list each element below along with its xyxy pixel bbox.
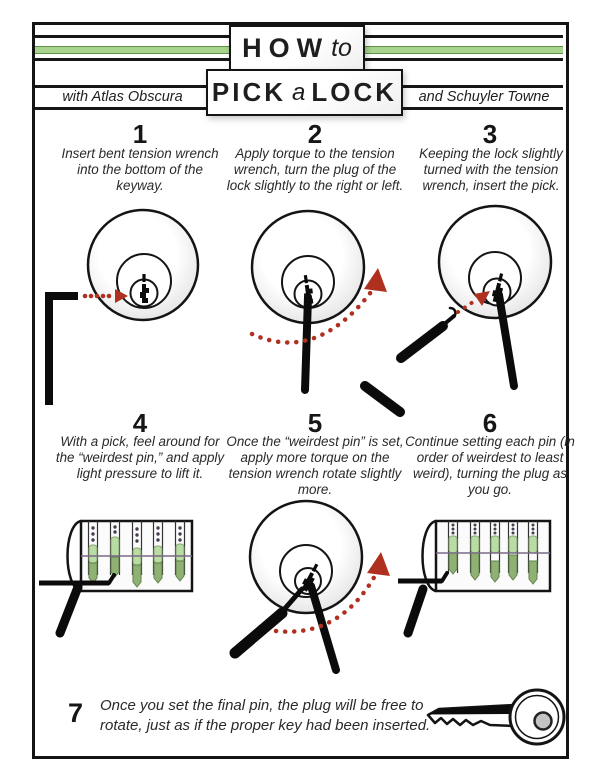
poster-frame <box>32 22 569 759</box>
step-6-text: Continue setting each pin (in order of w… <box>405 434 575 498</box>
step-5-illustration <box>229 499 390 674</box>
step-1-number: 1 <box>132 119 148 149</box>
title-box-how-to: HOW to <box>229 25 365 71</box>
tension-wrench-icon <box>495 291 518 390</box>
key-blade-stripe <box>429 705 514 715</box>
step-1-illustration <box>45 208 200 405</box>
insert-arrow-icon <box>82 289 128 303</box>
step-6-illustration <box>398 519 552 638</box>
keyway-icon <box>140 274 149 303</box>
pin-stack-icon <box>448 535 538 554</box>
key-hole <box>533 711 553 731</box>
spring-dots <box>451 523 535 535</box>
key-illustration <box>426 688 566 746</box>
step-3-illustration <box>396 204 553 390</box>
step-2-number: 2 <box>307 119 323 149</box>
lock-cylinder-icon <box>421 519 552 593</box>
pick-icon <box>396 306 457 363</box>
step-7-text: Once you set the final pin, the plug wil… <box>100 697 431 734</box>
tension-wrench-icon <box>55 582 83 638</box>
step-6-number: 6 <box>482 408 498 438</box>
step-5-text: Once the “weirdest pin” is set, apply mo… <box>226 434 404 498</box>
lock-face-icon <box>86 208 200 322</box>
pick-icon <box>398 571 449 584</box>
title-lock: LOCK <box>311 77 398 107</box>
key-bow-ring <box>514 694 560 740</box>
title-box-pick-a-lock: PICK a LOCK <box>206 69 403 116</box>
title-how: HOW <box>242 32 330 63</box>
step-7-number: 7 <box>68 698 84 728</box>
keyway-icon <box>301 563 319 592</box>
spring-dots <box>91 525 182 543</box>
rotation-arrow-icon <box>273 552 390 634</box>
step-4-illustration <box>39 519 194 638</box>
title-a: a <box>292 78 306 106</box>
pick-icon <box>360 381 405 417</box>
title-pick: PICK <box>211 77 287 107</box>
step-4-number: 4 <box>132 408 148 438</box>
lock-face-icon <box>437 204 553 320</box>
tension-wrench-icon <box>403 584 428 638</box>
pick-icon <box>39 573 116 586</box>
title-to: to <box>331 33 352 62</box>
key-icon <box>426 688 566 746</box>
tension-wrench-icon <box>307 582 340 674</box>
lock-face-icon <box>250 209 366 325</box>
step-2-text: Apply torque to the tension wrench, turn… <box>226 146 404 194</box>
rotation-arrow-icon <box>249 268 387 345</box>
credit-right-label: and Schuyler Towne <box>418 89 550 105</box>
step-4-text: With a pick, feel around for the “weirde… <box>55 434 225 482</box>
credit-left-label: with Atlas Obscura <box>62 89 183 105</box>
step-3-text: Keeping the lock slightly turned with th… <box>419 146 563 194</box>
lock-face-icon <box>248 499 364 615</box>
key-pins <box>448 552 538 585</box>
step-3-number: 3 <box>482 119 498 149</box>
tension-wrench-icon <box>45 292 78 405</box>
pick-icon <box>229 586 305 659</box>
step-1-text: Insert bent tension wrench into the bott… <box>61 146 219 194</box>
tension-wrench-icon <box>301 293 312 394</box>
insert-arrow-icon <box>456 291 490 314</box>
step-2-illustration <box>249 209 405 417</box>
step-5-number: 5 <box>307 408 323 438</box>
